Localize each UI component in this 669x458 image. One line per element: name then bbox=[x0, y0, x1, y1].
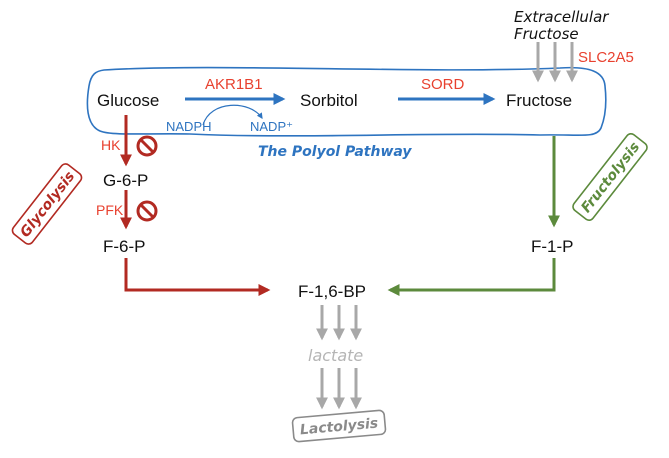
polyol-pathway-title: The Polyol Pathway bbox=[258, 144, 412, 160]
node-f1p: F-1-P bbox=[531, 237, 574, 256]
node-glucose: Glucose bbox=[97, 91, 159, 110]
arrow-f6p-to-f16bp bbox=[124, 258, 271, 296]
hk-inhibition-icon bbox=[136, 135, 158, 157]
polyol-pathway-boundary bbox=[86, 66, 607, 137]
extracellular-label-line1: Extracellular bbox=[514, 8, 609, 26]
node-fructose: Fructose bbox=[506, 91, 572, 110]
glycolysis-badge: Glycolysis bbox=[11, 163, 83, 245]
node-lactate: lactate bbox=[308, 346, 363, 365]
arrows-lactate-to-lactolysis bbox=[316, 368, 362, 410]
enzyme-pfk: PFK bbox=[96, 202, 124, 218]
extracellular-label-line2: Fructose bbox=[514, 25, 579, 43]
cofactor-nadph: NADPH bbox=[166, 119, 212, 134]
enzyme-slc2a5: SLC2A5 bbox=[578, 49, 634, 66]
extracellular-transport-arrows bbox=[532, 42, 578, 83]
arrows-f16bp-to-lactate bbox=[316, 305, 362, 341]
node-g6p: G-6-P bbox=[103, 171, 148, 190]
enzyme-hk: HK bbox=[101, 137, 121, 153]
fructolysis-label: Fructolysis bbox=[578, 139, 643, 216]
node-f6p: F-6-P bbox=[103, 237, 146, 256]
arrow-f1p-to-f16bp bbox=[387, 258, 556, 296]
glycolysis-label: Glycolysis bbox=[17, 169, 78, 241]
node-sorbitol: Sorbitol bbox=[300, 91, 358, 110]
enzyme-akr1b1: AKR1B1 bbox=[205, 76, 263, 93]
pfk-inhibition-icon bbox=[136, 200, 158, 222]
node-f16bp: F-1,6-BP bbox=[298, 282, 366, 301]
fructolysis-badge: Fructolysis bbox=[572, 133, 648, 221]
enzyme-sord: SORD bbox=[421, 76, 465, 93]
cofactor-arrow bbox=[202, 104, 263, 126]
cofactor-nadp: NADP⁺ bbox=[250, 119, 293, 134]
lactolysis-badge: Lactolysis bbox=[291, 409, 387, 443]
lactolysis-label: Lactolysis bbox=[299, 416, 378, 439]
